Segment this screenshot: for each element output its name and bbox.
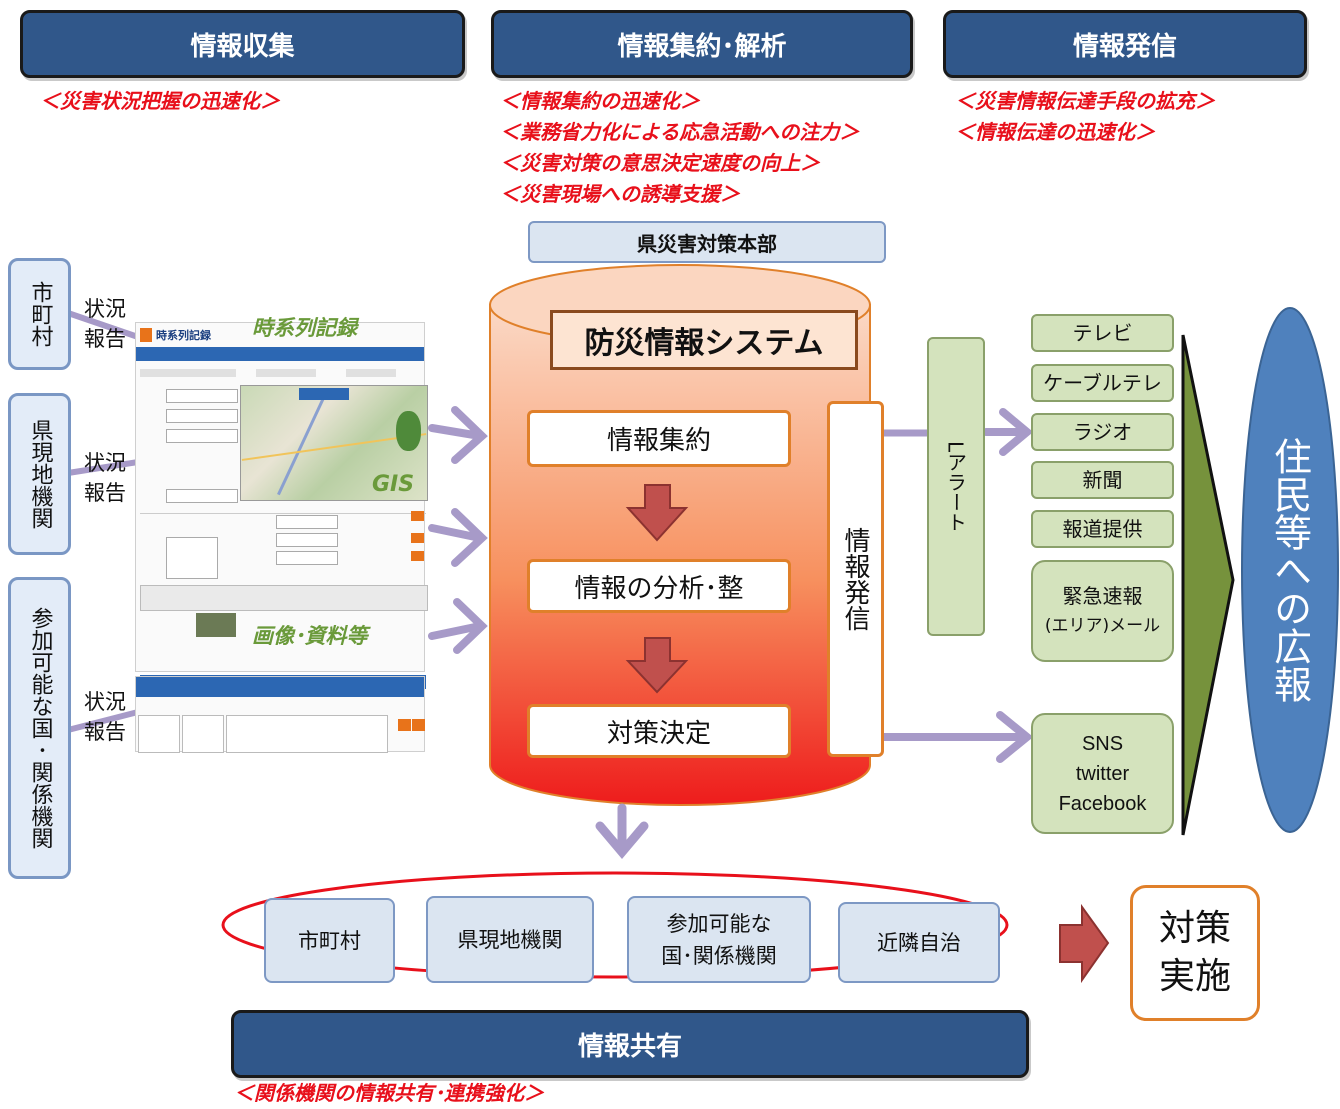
- share-neighbor: 近隣自治: [838, 902, 1000, 983]
- form-section-bar: [136, 347, 424, 361]
- arrow-icon: [982, 408, 1034, 456]
- report-label: 状況報告: [84, 690, 126, 744]
- app-logo-icon: [140, 328, 152, 342]
- right-arrow-icon: [1059, 903, 1110, 984]
- header-collect: 情報収集: [20, 10, 465, 78]
- gis-map: [240, 385, 428, 501]
- step-decide: 対策決定: [527, 704, 791, 758]
- share-municipality: 市町村: [264, 898, 395, 983]
- photo-thumbnail: [196, 613, 236, 637]
- report-label: 状況報告: [84, 451, 126, 505]
- media-radio: ラジオ: [1031, 413, 1174, 451]
- step-aggregate: 情報集約: [527, 410, 791, 467]
- connector-line: [67, 459, 139, 476]
- header-share: 情報共有: [231, 1010, 1029, 1078]
- source-national-agencies: 参加可能な国･関係機関: [8, 577, 71, 879]
- share-national-agencies: 参加可能な 国･関係機関: [627, 896, 811, 983]
- media-press-release: 報道提供: [1031, 510, 1174, 548]
- connector-line: [67, 709, 139, 733]
- broadcast-triangle: [1181, 334, 1235, 836]
- media-cable-tv: ケーブルテレ: [1031, 364, 1174, 402]
- connector-line: [67, 310, 139, 340]
- app-title: 時系列記録: [156, 329, 211, 342]
- goal-collect: ＜災害状況把握の迅速化＞: [40, 89, 280, 113]
- action-box: 対策実施: [1130, 885, 1260, 1021]
- down-arrow-icon: [625, 637, 689, 694]
- header-aggregate: 情報集約･解析: [491, 10, 913, 78]
- hq-label: 県災害対策本部: [528, 221, 886, 263]
- header-dispatch: 情報発信: [943, 10, 1307, 78]
- share-prefecture-office: 県現地機関: [426, 896, 594, 983]
- label-gis: GIS: [372, 472, 415, 497]
- source-municipality: 市町村: [8, 258, 71, 370]
- arrow-icon: [428, 406, 488, 464]
- down-arrow-icon: [625, 484, 689, 542]
- goal-share: ＜関係機関の情報共有･連携強化＞: [234, 1081, 544, 1105]
- arrow-icon: [428, 598, 488, 654]
- arrow-icon: [879, 711, 1034, 763]
- media-emergency-mail: 緊急速報 (エリア)メール: [1031, 560, 1174, 662]
- label-images: 画像･資料等: [252, 624, 368, 648]
- report-label: 状況報告: [84, 297, 126, 351]
- label-timeline: 時系列記録: [252, 316, 357, 340]
- media-sns: SNS twitter Facebook: [1031, 713, 1174, 834]
- media-newspaper: 新聞: [1031, 461, 1174, 499]
- goal-dispatch: ＜災害情報伝達手段の拡充＞ ＜情報伝達の迅速化＞: [955, 89, 1215, 144]
- response-table-screenshot: [135, 676, 425, 753]
- step-analyze: 情報の分析･整: [527, 559, 791, 613]
- system-title: 防災情報システム: [550, 310, 858, 370]
- arrow-down-icon: [595, 803, 649, 859]
- residents-label: 住民等への広報: [1267, 437, 1312, 703]
- arrow-icon: [428, 508, 488, 567]
- dispatch-box: 情報発信: [827, 401, 884, 757]
- share-ellipse: [221, 871, 1009, 979]
- residents-ellipse: [1241, 307, 1339, 833]
- l-alert-box: Lアラート: [927, 337, 985, 636]
- media-tv: テレビ: [1031, 314, 1174, 352]
- source-prefecture-office: 県現地機関: [8, 393, 71, 555]
- goal-aggregate: ＜情報集約の迅速化＞ ＜業務省力化による応急活動への注力＞ ＜災害対策の意思決定…: [500, 89, 860, 206]
